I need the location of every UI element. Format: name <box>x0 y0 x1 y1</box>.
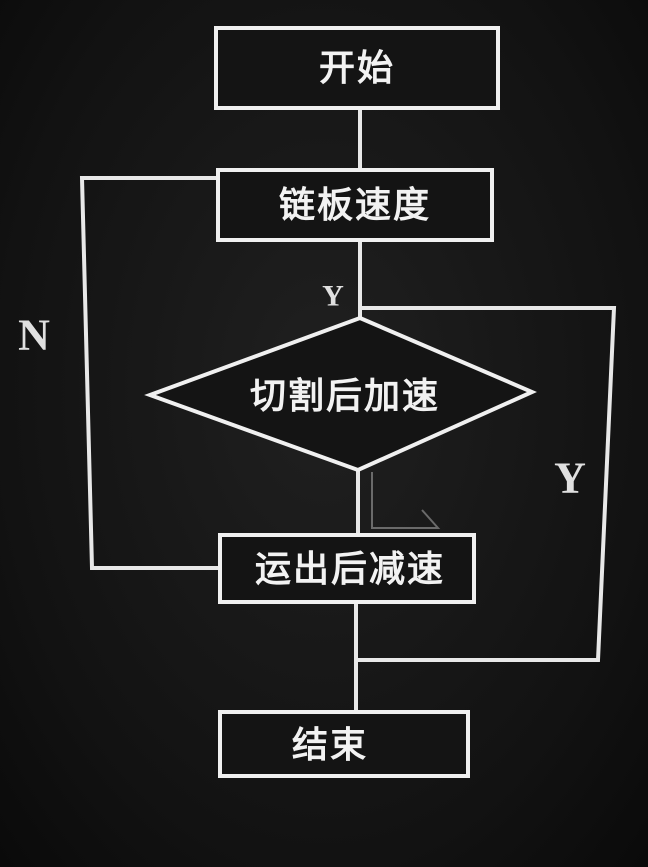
node-start: 开始 <box>214 26 500 110</box>
node-end-box <box>218 710 470 778</box>
connectors <box>79 108 617 712</box>
edge-label-top-y: Y <box>322 280 344 313</box>
node-decision: 切割后加速 <box>144 315 537 473</box>
node-chain-speed-label: 链板速度 <box>279 184 431 226</box>
node-start-box <box>214 26 500 110</box>
ghost-mark <box>371 472 441 529</box>
node-decelerate-label: 运出后减速 <box>255 548 445 590</box>
edge-label-left-n: N <box>18 311 50 360</box>
node-chain-speed: 链板速度 <box>216 168 494 242</box>
node-decelerate: 运出后减速 <box>218 533 476 604</box>
node-end: 结束 <box>218 710 470 778</box>
node-start-label: 开始 <box>319 47 395 89</box>
node-end-label: 结束 <box>292 724 368 766</box>
edge-label-right-y: Y <box>554 454 586 503</box>
connector-y-bypass-loop <box>356 306 617 662</box>
node-decelerate-box <box>218 533 476 604</box>
node-decision-diamond <box>144 315 537 473</box>
node-decision-label: 切割后加速 <box>250 375 440 417</box>
node-chain-speed-box <box>216 168 494 242</box>
connector-n-feedback-loop <box>79 176 218 570</box>
